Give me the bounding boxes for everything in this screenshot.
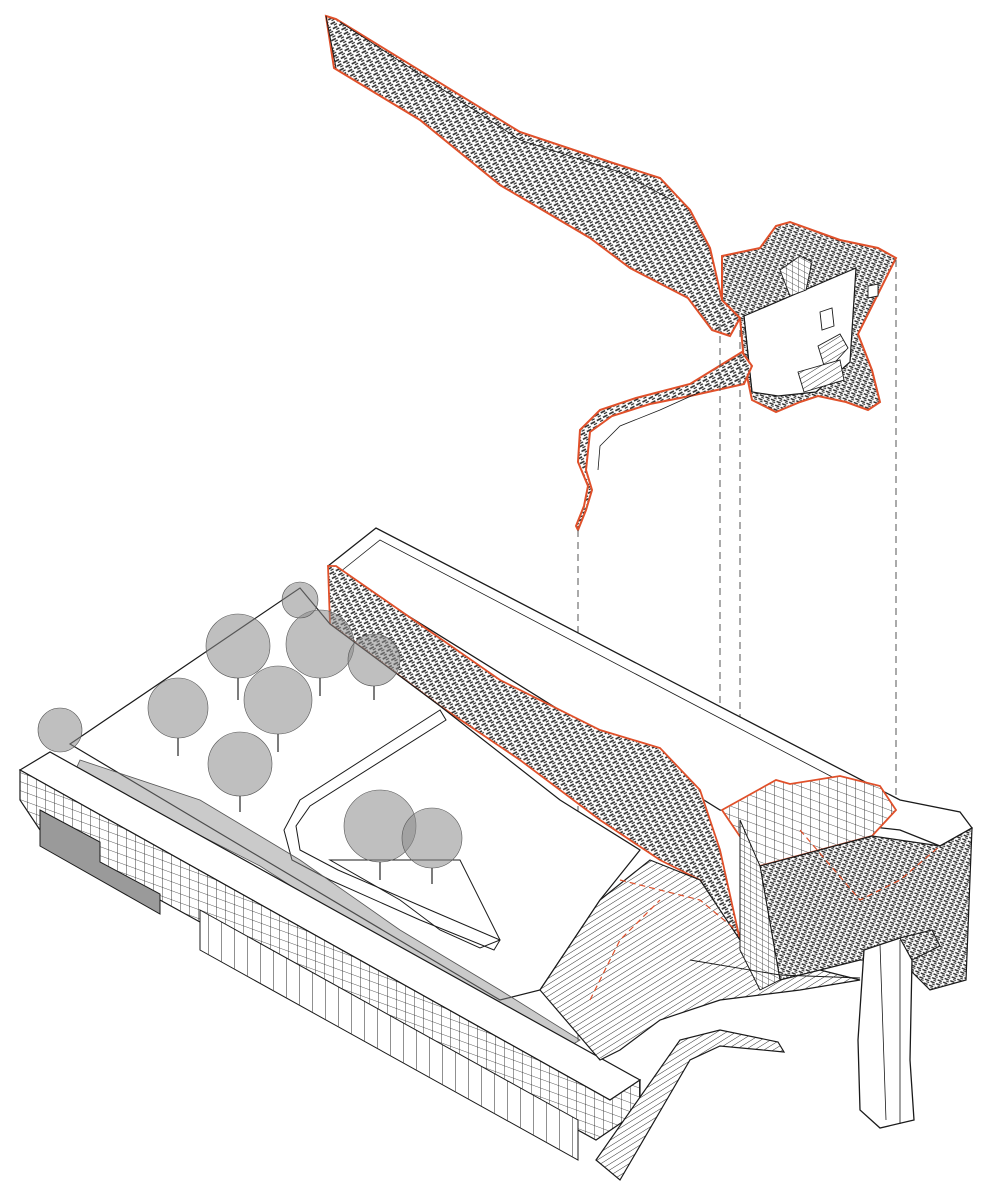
- garden-planter: [328, 859, 501, 949]
- tree: [37, 707, 83, 753]
- exploded-upper-roof-shell: [324, 14, 898, 533]
- facade-glazing: [199, 909, 579, 1161]
- upper-shell-interior: [779, 255, 879, 393]
- tree: [205, 613, 271, 679]
- facade-front: [19, 768, 641, 1141]
- building-base: [18, 527, 973, 1161]
- tree: [207, 731, 273, 797]
- freestanding-sculpture: [857, 929, 941, 1129]
- tree: [285, 609, 355, 679]
- sculpture-body: [857, 937, 915, 1129]
- facade-dark-base: [39, 809, 161, 915]
- amphitheater-steps: [539, 859, 861, 1061]
- roof-garden-trees: [37, 581, 463, 869]
- tree: [401, 807, 463, 869]
- entrance-ramp: [595, 1029, 786, 1181]
- end-block-front: [739, 819, 781, 991]
- tree: [281, 581, 319, 619]
- upper-ribbon-wing: [324, 14, 742, 338]
- tree: [243, 665, 313, 735]
- tree: [347, 633, 401, 687]
- upper-lower-arm: [574, 350, 754, 533]
- tree: [147, 677, 209, 739]
